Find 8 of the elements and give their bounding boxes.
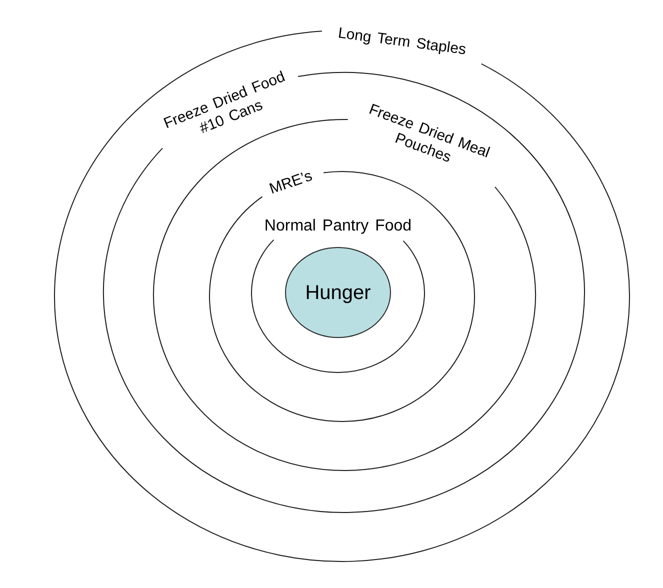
ring-label: Long Term Staples [336, 24, 468, 60]
center-ellipse [285, 247, 391, 338]
ring-label: Normal Pantry Food [264, 216, 412, 236]
ring [209, 171, 475, 422]
center-label: Hunger [305, 281, 371, 305]
ring-label: MRE’s [267, 167, 315, 199]
ring-label: Freeze Dried Food #10 Cans [160, 68, 288, 140]
ring [103, 72, 585, 513]
